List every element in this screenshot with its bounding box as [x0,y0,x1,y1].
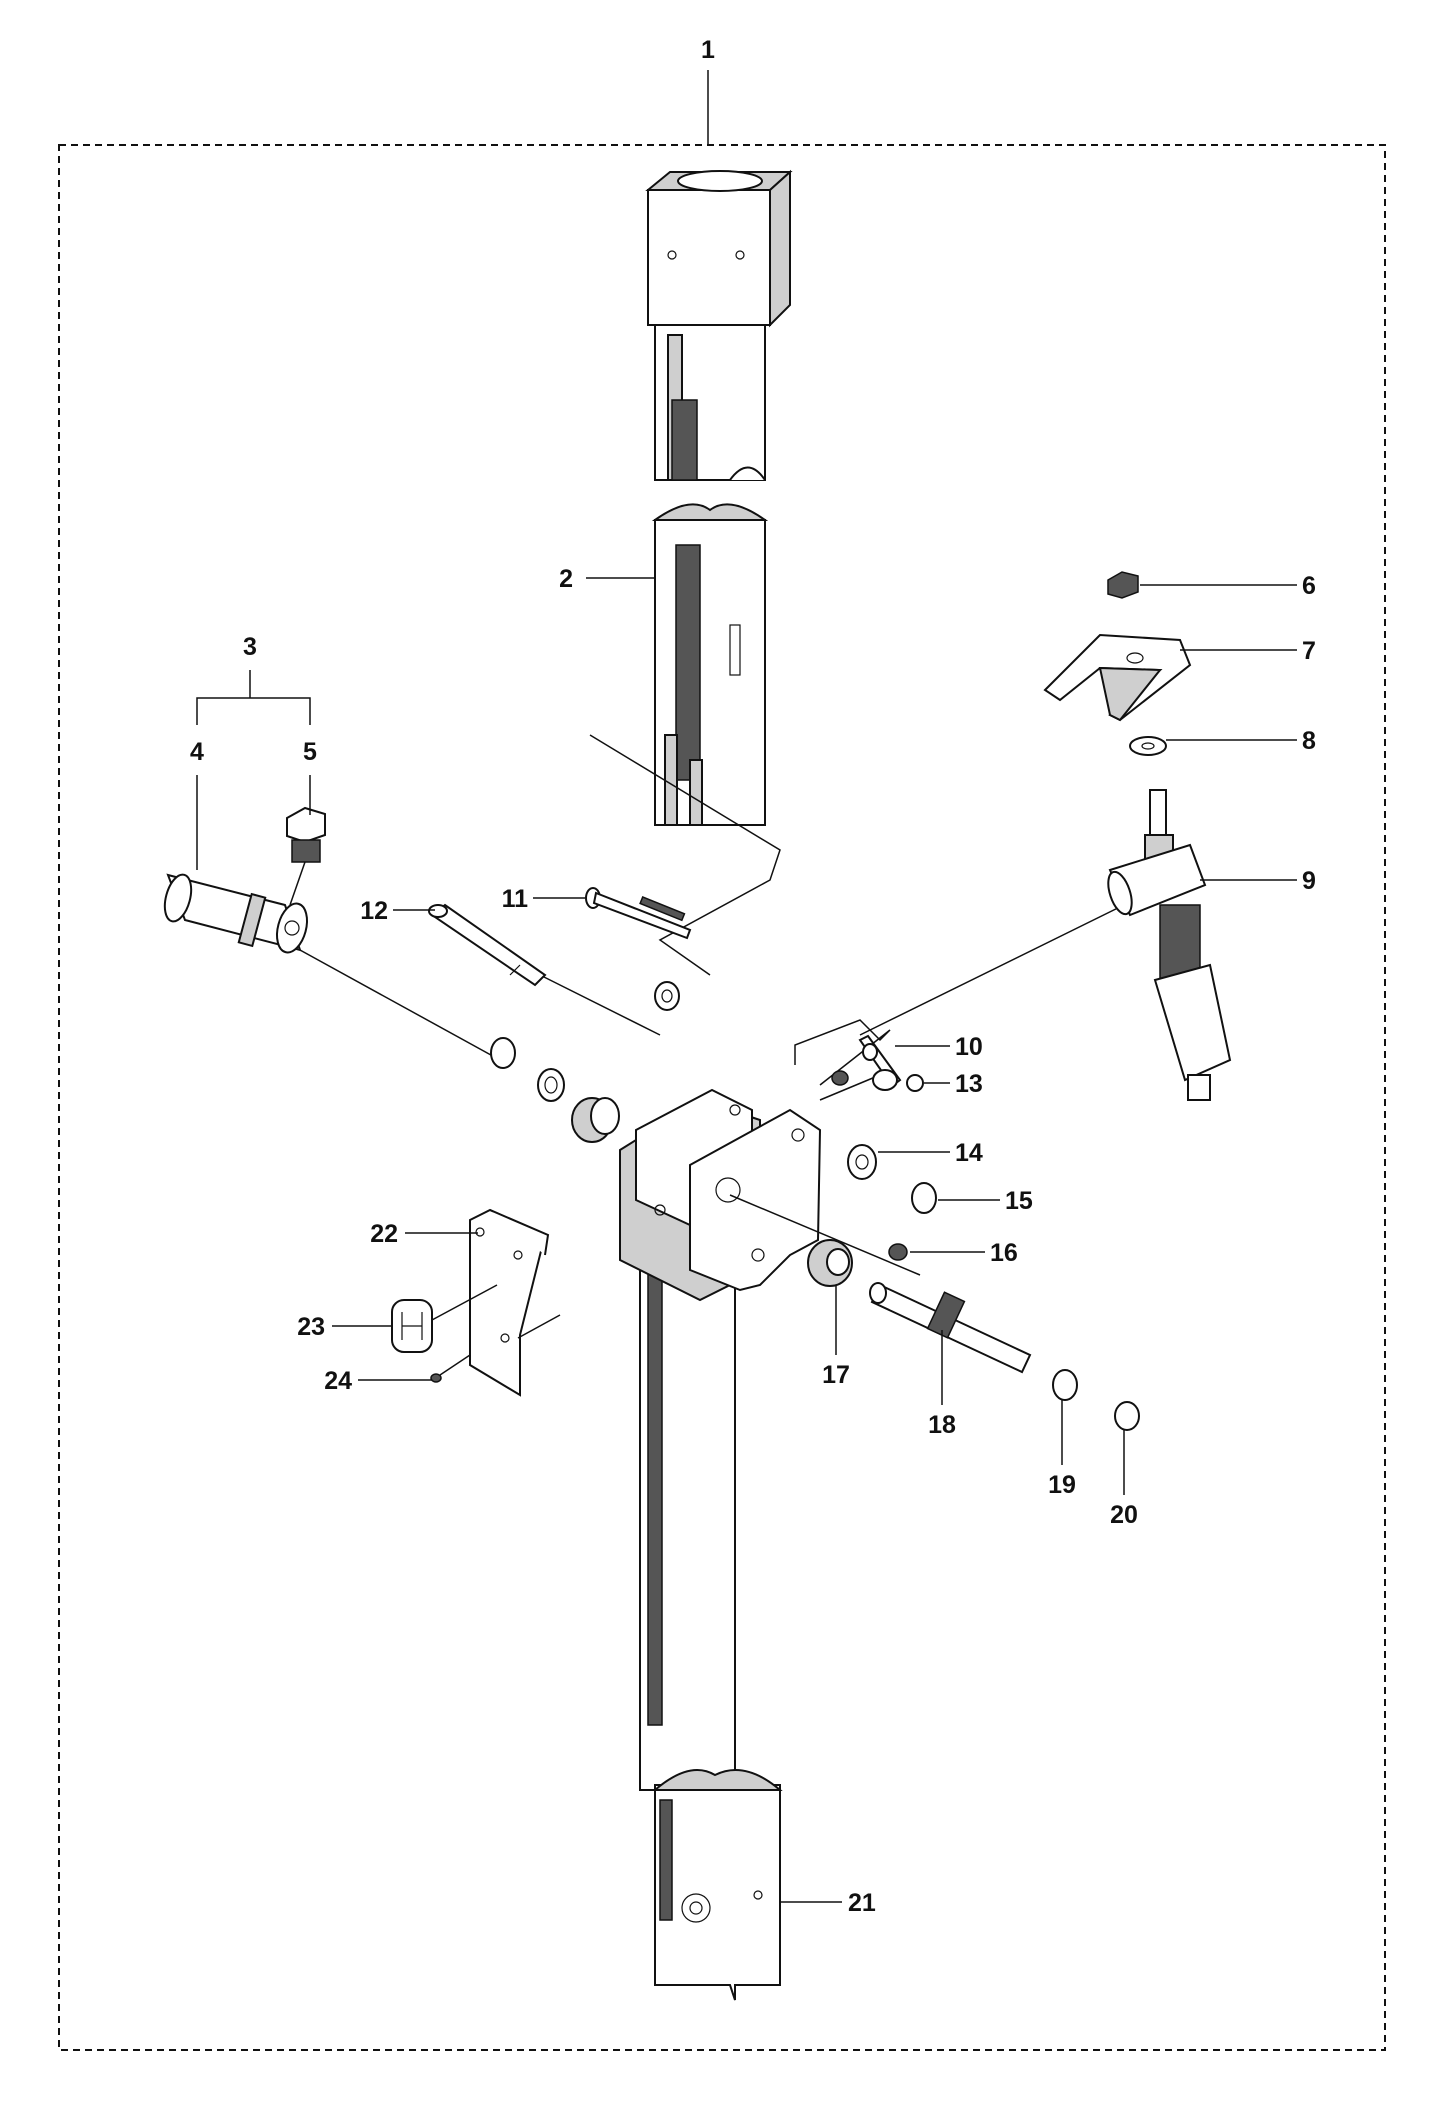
part-washer-left [537,1068,565,1102]
label-10: 10 [955,1033,983,1061]
label-7: 7 [1302,637,1316,665]
part-pin-4 [163,873,308,954]
label-22: 22 [370,1220,398,1248]
label-18: 18 [928,1411,956,1439]
part-bushing-17 [807,1239,853,1355]
part-screw-16 [888,1243,985,1261]
label-17: 17 [822,1361,850,1389]
label-20: 20 [1110,1501,1138,1529]
part-screw-24 [358,1354,471,1383]
part-bolt-11 [585,887,692,940]
label-14: 14 [955,1139,983,1167]
part-cover-22 [405,1208,561,1397]
label-12: 12 [360,897,388,925]
part-spindle-9 [1107,789,1297,1101]
part-carriage [619,1088,822,1302]
leader-10-path [794,1019,891,1086]
label-4: 4 [190,738,204,766]
part-washer-8 [1129,736,1297,756]
part-circlip-15 [911,1182,1000,1214]
part-clamp-7 [1043,633,1297,722]
part-washer-19 [1052,1369,1078,1465]
label-8: 8 [1302,727,1316,755]
leader-11-path [589,734,781,976]
label-23: 23 [297,1313,325,1341]
part-shaft-18 [869,1282,1032,1405]
leader-12-path [539,974,661,1036]
part-washer-12 [654,981,680,1011]
label-6: 6 [1302,572,1316,600]
part-nut-6 [1107,571,1297,599]
part-bushing-left [571,1097,620,1143]
label-1: 1 [701,36,715,64]
part-circlip-left [490,1037,516,1069]
label-3: 3 [243,633,257,661]
label-5: 5 [303,738,317,766]
leader-16-path [729,1194,921,1276]
label-19: 19 [1048,1471,1076,1499]
bracket-3 [196,697,311,725]
part-circlip-20 [1114,1401,1140,1495]
label-16: 16 [990,1239,1018,1267]
label-2: 2 [559,565,573,593]
leader-4-path [299,949,501,1061]
part-clip-10 [831,1034,950,1091]
label-9: 9 [1302,867,1316,895]
label-21: 21 [848,1889,876,1917]
label-13: 13 [955,1070,983,1098]
part-washer-14 [847,1144,950,1180]
part-main-column [639,1249,736,1791]
assembly-frame [58,144,1386,2051]
part-foot-21 [652,1769,842,2001]
label-24: 24 [324,1367,352,1395]
leader-9-path [859,901,1131,1036]
part-pin-12 [428,903,547,987]
leader-13-path [819,1074,881,1101]
part-nut-13 [906,1074,950,1092]
label-15: 15 [1005,1187,1033,1215]
part-upper-column [645,169,793,826]
part-bolt-5 [286,806,326,906]
label-11: 11 [502,885,529,913]
part-logo-23 [332,1284,498,1353]
